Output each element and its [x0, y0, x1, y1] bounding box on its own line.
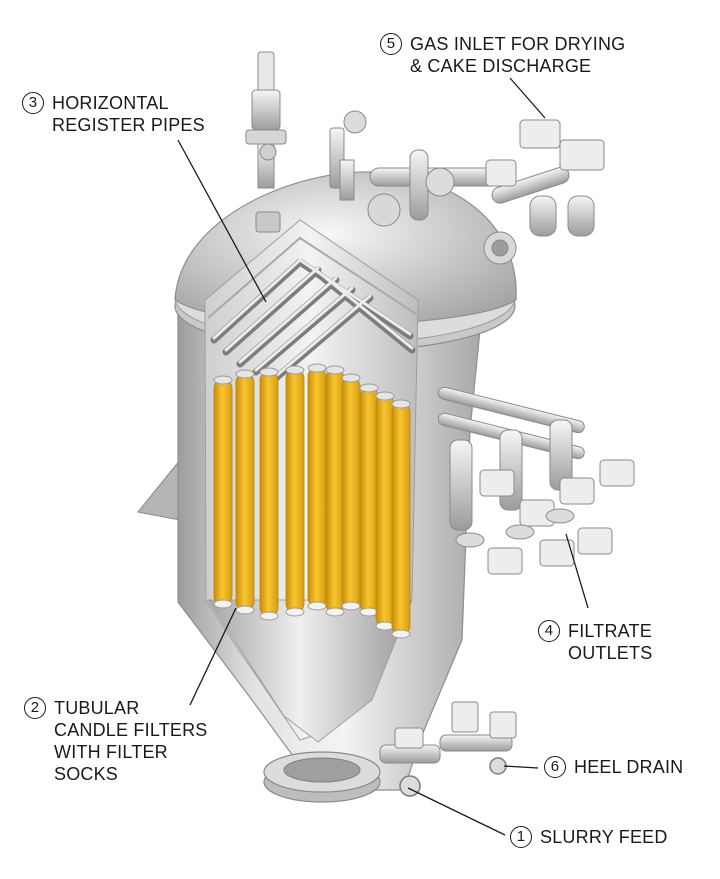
callout-label: & CAKE DISCHARGE: [410, 56, 592, 76]
candle-filter-top: [285, 365, 305, 375]
register-pipes: [207, 236, 417, 382]
candle-filter-top: [259, 367, 279, 377]
candle-filter-tube: [235, 373, 255, 611]
callout-label: SLURRY FEED: [540, 827, 668, 847]
candle-filter-cap: [235, 605, 255, 615]
candle-filter-tube: [285, 369, 305, 613]
leader-line-5: [509, 77, 546, 119]
candle-filter-tube: [307, 367, 327, 607]
callout-label: WITH FILTER: [54, 742, 168, 762]
candle-filter-top: [359, 383, 379, 393]
candle-filter-tube: [341, 377, 361, 607]
top-nozzles: [245, 51, 401, 233]
candle-filter-cap: [307, 601, 327, 611]
candle-filter-cap: [341, 601, 361, 611]
candle-filter-top: [391, 399, 411, 409]
filtrate-outlet-pipes: [437, 386, 635, 575]
candle-filter-top: [325, 365, 345, 375]
candle-filter-cap: [359, 607, 379, 617]
candle-filter-tube: [375, 395, 395, 627]
callout-label: HORIZONTAL: [52, 93, 169, 113]
candle-filter-tube: [359, 387, 379, 613]
candle-filter-cap: [285, 607, 305, 617]
bottom-nozzle: [263, 751, 381, 803]
callout-number-badge: 3: [22, 92, 44, 114]
callout-label: SOCKS: [54, 764, 119, 784]
support-bracket: [137, 458, 181, 521]
leader-lines: [177, 77, 589, 836]
candle-filter-top: [341, 373, 361, 383]
candle-filter-tube: [391, 403, 411, 635]
callout-label: GAS INLET FOR DRYING: [410, 34, 626, 54]
candle-filter-cap: [391, 629, 411, 639]
leader-line-4: [565, 533, 589, 609]
callout-label: OUTLETS: [568, 643, 653, 663]
callout-label: FILTRATE: [568, 621, 652, 641]
callout-label: CANDLE FILTERS: [54, 720, 208, 740]
callout-number-badge: 1: [510, 826, 532, 848]
callout-number-badge: 6: [544, 756, 566, 778]
candle-filter-top: [375, 391, 395, 401]
candle-filter-top: [213, 375, 233, 385]
leader-line-2: [189, 607, 237, 706]
gas-inlet-pipework: [369, 119, 605, 265]
candle-filter-top: [307, 363, 327, 373]
callout-number-badge: 5: [380, 33, 402, 55]
candle-filter-cap: [325, 607, 345, 617]
callout-label: HEEL DRAIN: [574, 757, 684, 777]
callout-number-badge: 2: [24, 697, 46, 719]
callout-label: REGISTER PIPES: [52, 115, 205, 135]
candle-filter-top: [235, 369, 255, 379]
candle-filter-tube: [213, 379, 233, 605]
candle-filter-tube: [325, 369, 345, 613]
candle-filter-cap: [375, 621, 395, 631]
callout-label: TUBULAR: [54, 698, 140, 718]
candle-filter-cap: [259, 611, 279, 621]
candle-filter-tube: [259, 371, 279, 617]
leader-line-6: [503, 765, 539, 769]
leader-line-1: [407, 787, 506, 836]
candle-filters: [213, 363, 411, 639]
callout-number-badge: 4: [538, 620, 560, 642]
heel-drain-valve: [439, 701, 517, 775]
leader-line-3: [177, 139, 267, 303]
candle-filter-cap: [213, 599, 233, 609]
